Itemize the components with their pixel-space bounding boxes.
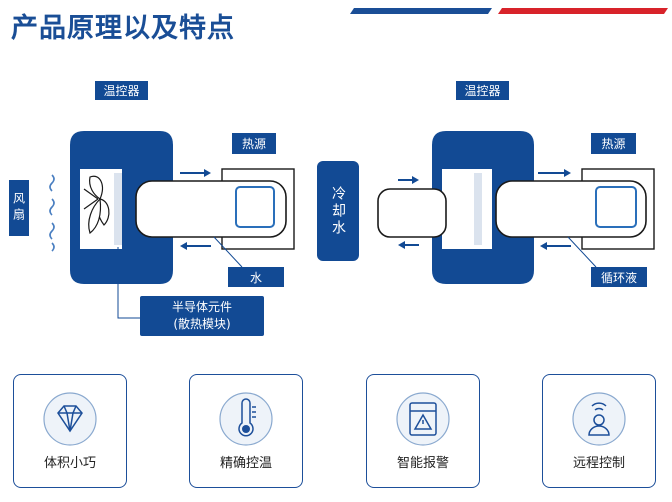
feature-label-compact: 体积小巧 (43, 456, 96, 471)
right-heat-source-label: 热源 (591, 133, 636, 154)
right-leader-line (567, 236, 597, 268)
header-accent-stripes (350, 8, 668, 14)
left-flow-arrows (180, 169, 211, 250)
semiconductor-label-line2: (散热模块) (173, 317, 231, 331)
feature-card-compact: 体积小巧 (13, 374, 127, 488)
cooling-water-label: 冷却水 (317, 161, 359, 261)
diamond-icon (43, 392, 97, 446)
left-controller-label: 温控器 (95, 81, 148, 100)
wind-waves (49, 174, 55, 252)
red-stripe (498, 8, 668, 14)
right-semiconductor-module (474, 173, 482, 245)
semiconductor-label: 半导体元件 (散热模块) (140, 296, 264, 336)
feature-card-precise: 精确控温 (189, 374, 303, 488)
right-flow-arrows (398, 169, 571, 250)
fan-icon (83, 175, 110, 234)
feature-label-alarm: 智能报警 (396, 456, 449, 471)
coolant-reservoir (377, 188, 447, 238)
feature-card-alarm: 智能报警 (366, 374, 480, 488)
blue-stripe (350, 8, 492, 14)
water-label: 水 (228, 267, 284, 287)
right-cavity (442, 169, 492, 249)
alarm-icon (396, 392, 450, 446)
left-heat-source-label: 热源 (232, 133, 276, 154)
right-diagram (377, 131, 655, 284)
right-heat-element (595, 186, 637, 228)
remote-control-icon (572, 392, 626, 446)
feature-label-precise: 精确控温 (219, 456, 272, 471)
left-semiconductor-module (114, 173, 122, 245)
fan-label: 风扇 (9, 180, 29, 236)
page-title: 产品原理以及特点 (11, 13, 235, 44)
left-heat-element (235, 186, 275, 228)
left-leader-lines (117, 236, 243, 319)
right-controller-label: 温控器 (456, 81, 509, 100)
thermometer-icon (219, 392, 273, 446)
semiconductor-label-line1: 半导体元件 (171, 300, 232, 314)
left-diagram (49, 131, 295, 319)
feature-label-remote: 远程控制 (572, 456, 625, 471)
feature-card-remote: 远程控制 (542, 374, 656, 488)
coolant-label: 循环液 (591, 267, 647, 287)
